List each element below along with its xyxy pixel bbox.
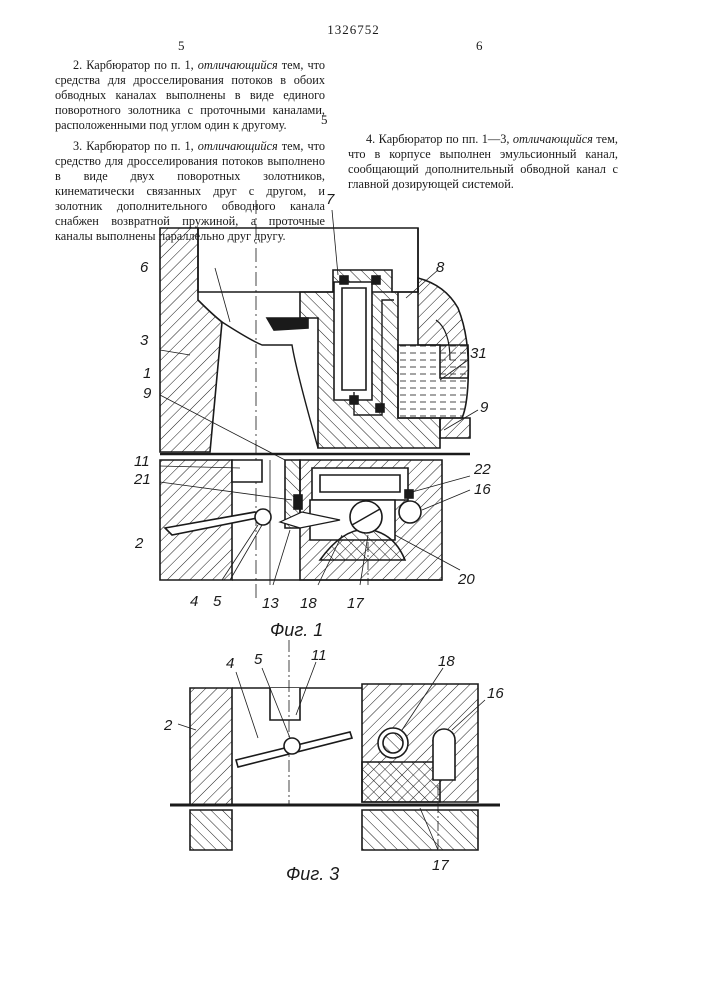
fig1-label-20: 20 [457,571,475,588]
fig1-label-3: 3 [140,332,149,349]
fig1-label-9-left: 9 [143,385,152,402]
fig1-label-21: 21 [133,471,151,488]
fig1-label-5: 5 [213,593,222,610]
fig3-label-18: 18 [438,653,455,670]
fig3-label-5: 5 [254,651,263,668]
fig1-label-13: 13 [262,595,279,612]
fig1-label-2: 2 [134,535,144,552]
fig3-label-2: 2 [163,717,173,734]
fig1-label-17: 17 [347,595,364,612]
fig3-label-4: 4 [226,655,234,672]
fig1-label-22: 22 [473,461,491,478]
fig3-label-17: 17 [432,857,449,874]
figure-1-drawing [160,200,478,600]
fig1-label-18: 18 [300,595,317,612]
fig1-label-31: 31 [470,345,487,362]
fig1-label-9-right: 9 [480,399,489,416]
fig1-label-11: 11 [134,453,150,470]
fig1-label-4: 4 [190,593,198,610]
figure-3-drawing [170,640,500,850]
fig1-label-7: 7 [326,191,335,208]
fig1-caption: Фиг. 1 [270,620,323,640]
fig3-caption: Фиг. 3 [286,864,339,884]
fig3-label-16: 16 [487,685,504,702]
fig1-label-8: 8 [436,259,445,276]
fig3-label-11: 11 [311,647,327,664]
fig1-label-1: 1 [143,365,151,382]
fig1-label-16: 16 [474,481,491,498]
fig1-label-6: 6 [140,259,149,276]
